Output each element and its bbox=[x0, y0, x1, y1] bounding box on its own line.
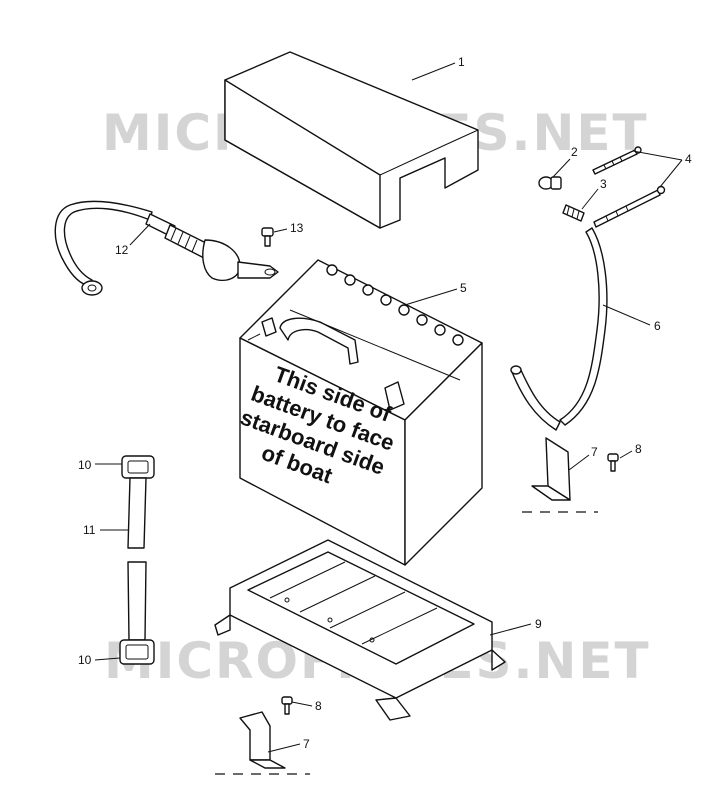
callout-12: 12 bbox=[115, 243, 129, 257]
leader-lines bbox=[94, 62, 683, 753]
callout-10-top: 10 bbox=[78, 458, 92, 472]
callout-5: 5 bbox=[460, 281, 467, 295]
battery-cover bbox=[224, 51, 479, 229]
bracket-bottom bbox=[215, 696, 310, 775]
terminal-bolt bbox=[261, 227, 274, 247]
callout-9: 9 bbox=[535, 617, 542, 631]
battery-cable bbox=[54, 200, 279, 296]
callout-10-bottom: 10 bbox=[78, 653, 92, 667]
battery bbox=[239, 259, 483, 566]
callout-4: 4 bbox=[685, 152, 692, 166]
callout-3: 3 bbox=[600, 177, 607, 191]
hold-down-strap bbox=[119, 455, 155, 665]
callout-13: 13 bbox=[290, 221, 304, 235]
callout-7-right: 7 bbox=[591, 445, 598, 459]
callout-1: 1 bbox=[458, 55, 465, 69]
bracket-right bbox=[522, 437, 619, 513]
battery-tray bbox=[214, 539, 506, 721]
callout-8-right: 8 bbox=[635, 442, 642, 456]
callout-7-bottom: 7 bbox=[303, 737, 310, 751]
callout-numbers: 1 2 3 4 5 6 7 8 9 10 11 12 13 10 8 7 bbox=[78, 55, 692, 751]
vent-hose bbox=[510, 227, 608, 431]
callout-8-bottom: 8 bbox=[315, 699, 322, 713]
callout-11: 11 bbox=[83, 523, 96, 537]
terminal-hardware bbox=[538, 146, 666, 228]
callout-2: 2 bbox=[571, 145, 578, 159]
callout-6: 6 bbox=[654, 319, 661, 333]
